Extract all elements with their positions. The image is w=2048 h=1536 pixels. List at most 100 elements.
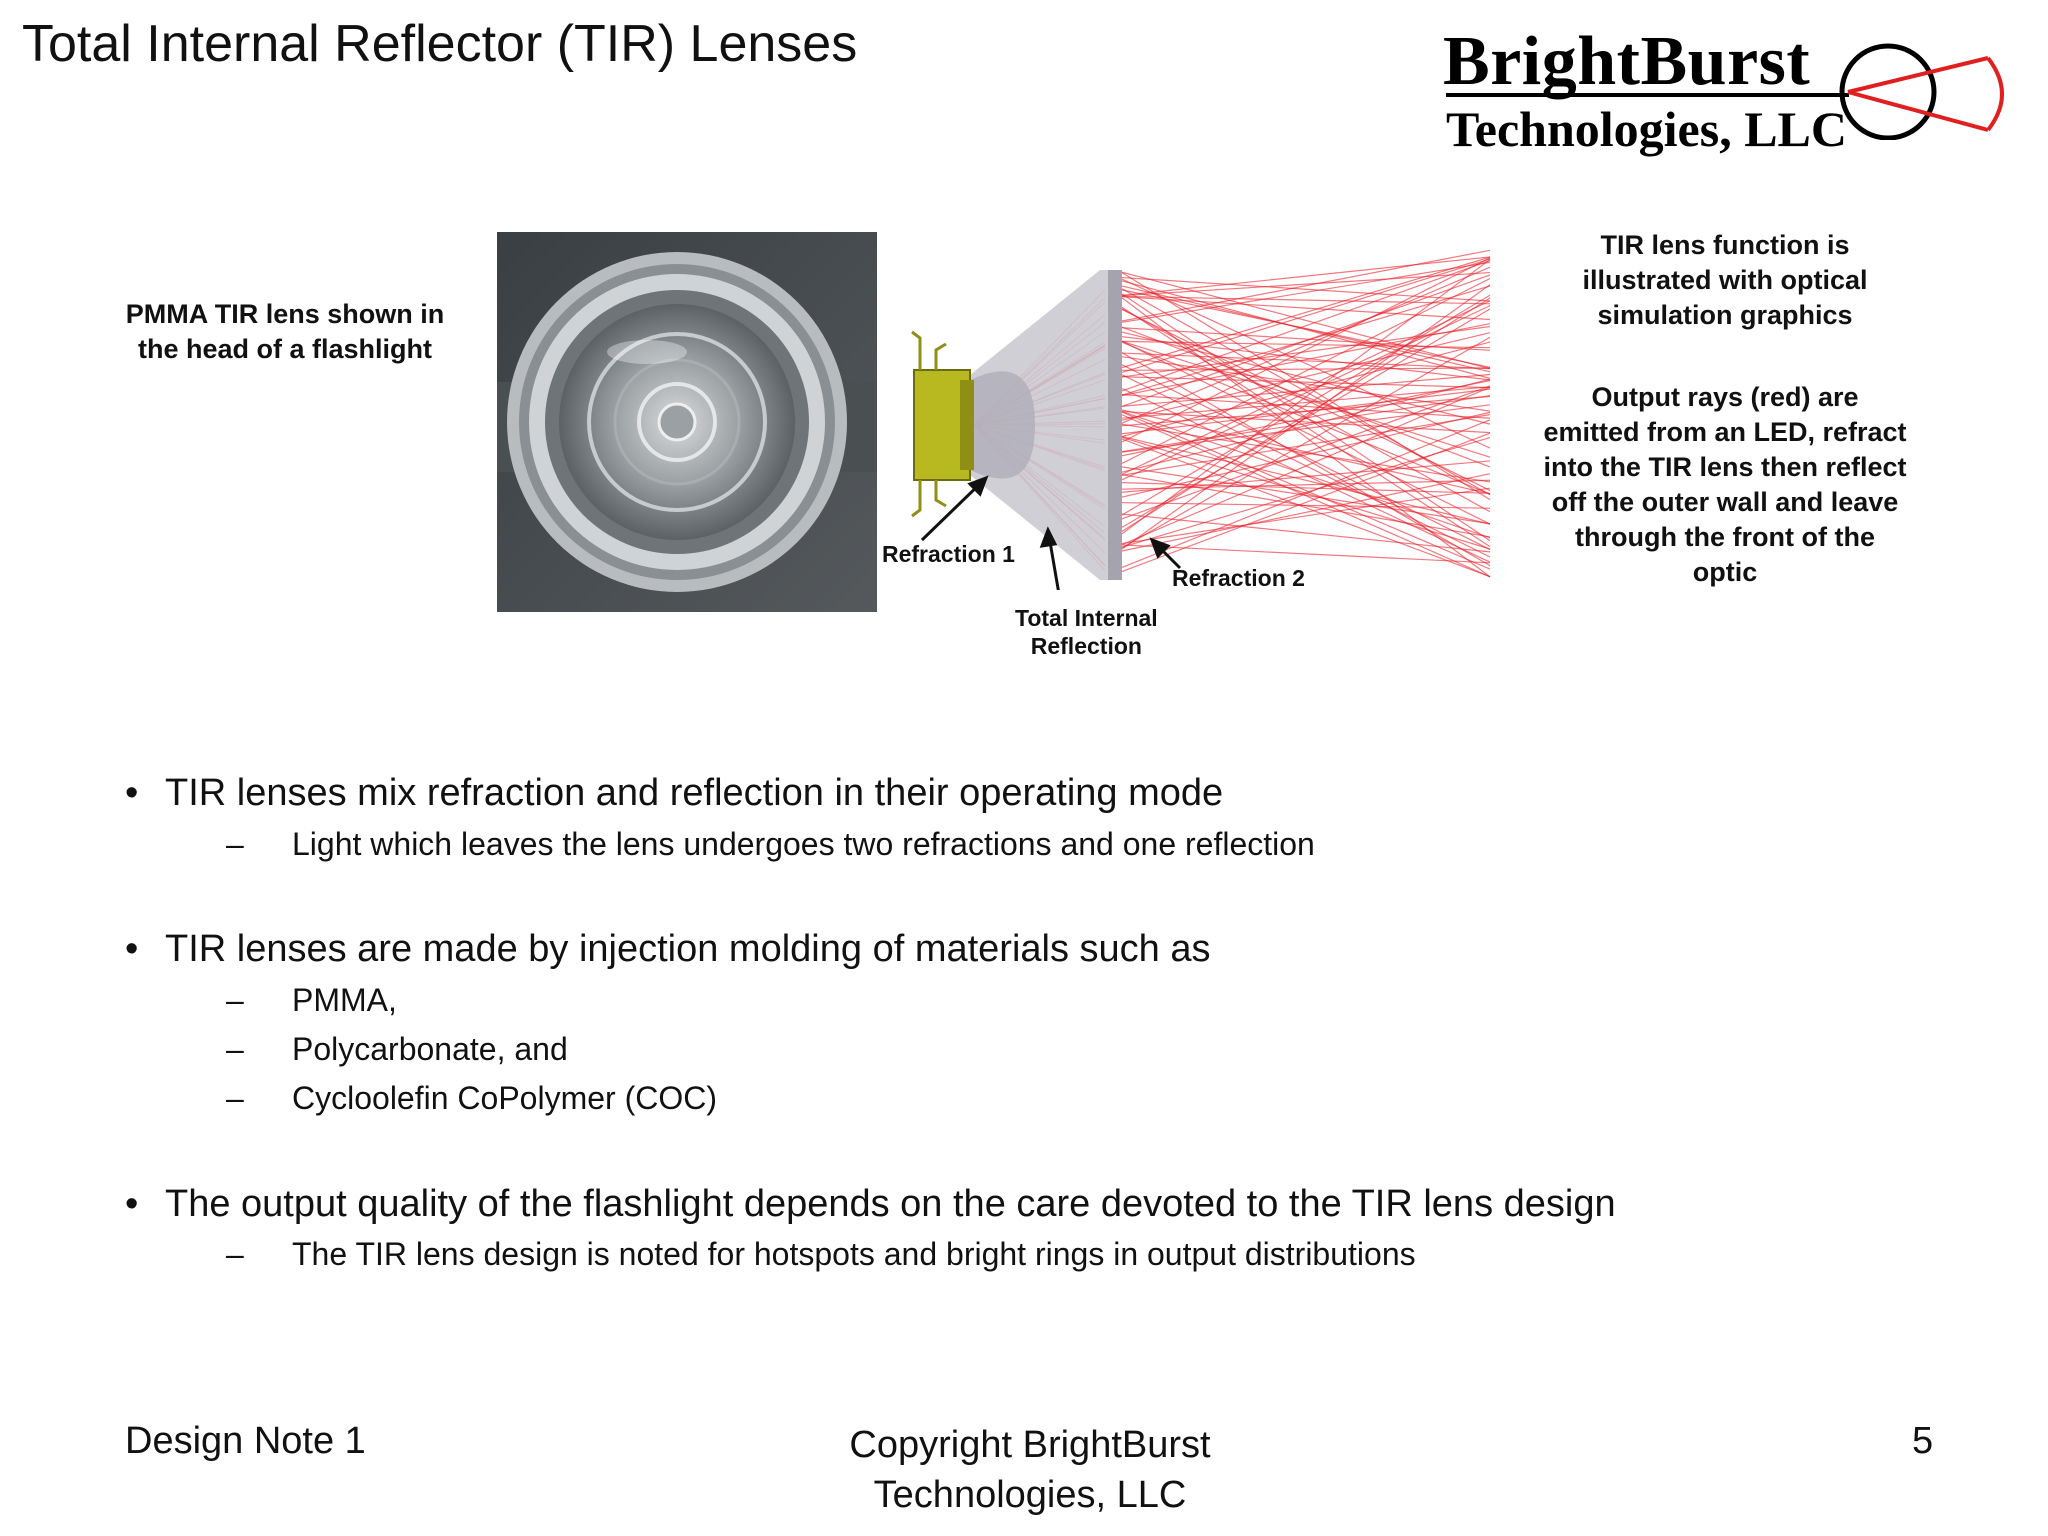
footer-copyright: Copyright BrightBurst Technologies, LLC: [780, 1420, 1280, 1520]
ray-output: [1121, 419, 1491, 569]
ray-output: [1121, 423, 1491, 483]
ray-output: [1121, 473, 1491, 552]
ray-output: [1121, 364, 1491, 551]
tir-lens-cavity: [970, 371, 1035, 479]
side-note-function: TIR lens function is illustrated with op…: [1582, 230, 1868, 330]
ray-output: [1121, 340, 1491, 525]
bullet-dot: •: [125, 772, 139, 814]
ray-output: [1121, 482, 1491, 494]
ray-output: [1121, 271, 1491, 370]
sub-bullet-2-1-text: PMMA,: [292, 982, 397, 1018]
refraction2-arrowhead: [1149, 537, 1171, 559]
ray-output: [1121, 259, 1491, 392]
sub-bullet-3-1-text: The TIR lens design is noted for hotspot…: [292, 1236, 1416, 1272]
side-note-rays: Output rays (red) are emitted from an LE…: [1543, 382, 1907, 587]
led-lead-top: [911, 330, 947, 370]
ray-output: [1121, 386, 1491, 546]
ray-output: [1121, 323, 1491, 397]
ray-output: [1121, 258, 1491, 374]
tir-ray-diagram: [911, 249, 1491, 590]
ray-output: [1121, 411, 1491, 498]
ray-output: [1121, 544, 1491, 564]
ray-output: [1121, 325, 1491, 378]
sub-bullet-dash: –: [226, 1080, 244, 1116]
label-total-internal-reflection: Total Internal Reflection: [1015, 604, 1158, 660]
ray-output: [1121, 385, 1491, 520]
ray-output: [1121, 410, 1491, 539]
logo-name: BrightBurst: [1443, 23, 1811, 100]
ray-output: [1121, 394, 1491, 419]
ray-output: [1121, 274, 1491, 408]
sub-bullet-dash: –: [226, 1031, 244, 1067]
ray-output: [1121, 327, 1491, 351]
photo-caption: PMMA TIR lens shown in the head of a fla…: [125, 299, 445, 364]
ray-output: [1121, 256, 1491, 296]
tir-lens-body: [970, 270, 1122, 580]
logo-rule: [1446, 93, 1849, 97]
ray-output: [1121, 308, 1491, 528]
flashlight-photo: [497, 232, 877, 612]
ray-output: [1121, 386, 1491, 419]
ray-output: [1121, 410, 1491, 434]
sub-bullet-2-3-text: Cycloolefin CoPolymer (COC): [292, 1080, 717, 1116]
sub-bullet-1-1-text: Light which leaves the lens undergoes tw…: [292, 826, 1315, 862]
ray-output: [1121, 272, 1491, 501]
tir-arrowhead: [1039, 526, 1058, 548]
ray-output: [1121, 297, 1491, 532]
ray-output: [1121, 277, 1491, 464]
ray-output: [1121, 460, 1491, 493]
ray-output: [1121, 367, 1491, 371]
ray-output: [1121, 487, 1491, 545]
ray-output: [1121, 336, 1491, 549]
ray-output: [1121, 378, 1491, 473]
label-tir-line1: Total Internal: [1015, 605, 1158, 631]
ray-output: [1121, 404, 1491, 453]
sub-bullet-dash: –: [226, 1236, 244, 1272]
footer-left: Design Note 1: [125, 1420, 366, 1462]
ray-output: [1121, 502, 1491, 509]
label-refraction-2: Refraction 2: [1172, 565, 1305, 591]
ray-output: [1121, 341, 1491, 437]
ray-output: [1121, 376, 1491, 389]
ray-output: [1121, 352, 1491, 370]
label-tir-line2: Reflection: [1030, 633, 1142, 659]
footer-copyright-line1: Copyright BrightBurst: [849, 1424, 1211, 1466]
ray-output: [1121, 513, 1491, 553]
sub-bullet-dash: –: [226, 826, 244, 862]
bullet-dot: •: [125, 1183, 139, 1225]
logo-lens-icon: [1839, 43, 2004, 140]
led-die: [960, 380, 974, 470]
ray-output: [1121, 284, 1491, 550]
sub-bullet-2-2-text: Polycarbonate, and: [292, 1031, 568, 1067]
bullet-1-text: TIR lenses mix refraction and reflection…: [165, 772, 1224, 814]
ray-output: [1121, 294, 1491, 516]
ray-output: [1121, 340, 1491, 458]
ray-output: [1121, 278, 1491, 449]
ray-output: [1121, 296, 1491, 321]
bullet-3-text: The output quality of the flashlight dep…: [165, 1183, 1616, 1225]
label-refraction-1: Refraction 1: [882, 541, 1015, 567]
led-lead-bottom: [911, 480, 947, 518]
ray-output: [1121, 411, 1491, 570]
ray-output: [1121, 308, 1491, 491]
refraction1-arrowhead: [967, 475, 989, 497]
bullet-2-text: TIR lenses are made by injection molding…: [165, 928, 1211, 970]
ray-output: [1121, 295, 1491, 305]
ray-output: [1121, 259, 1491, 535]
ray-output: [1121, 271, 1491, 297]
ray-output: [1121, 373, 1491, 407]
ray-output: [1121, 266, 1491, 424]
ray-output: [1121, 356, 1491, 412]
ray-output: [1121, 249, 1491, 322]
sub-bullet-dash: –: [226, 982, 244, 1018]
page-number: 5: [1912, 1420, 1934, 1462]
logo-subtitle: Technologies, LLC: [1446, 101, 1848, 157]
ray-output: [1121, 332, 1491, 421]
ray-output: [1121, 414, 1491, 578]
ray-output: [1121, 437, 1491, 548]
slide-title: Total Internal Reflector (TIR) Lenses: [22, 15, 858, 73]
ray-output: [1121, 300, 1491, 475]
ray-output: [1121, 256, 1491, 369]
bullet-dot: •: [125, 928, 139, 970]
ray-output: [1121, 331, 1491, 425]
